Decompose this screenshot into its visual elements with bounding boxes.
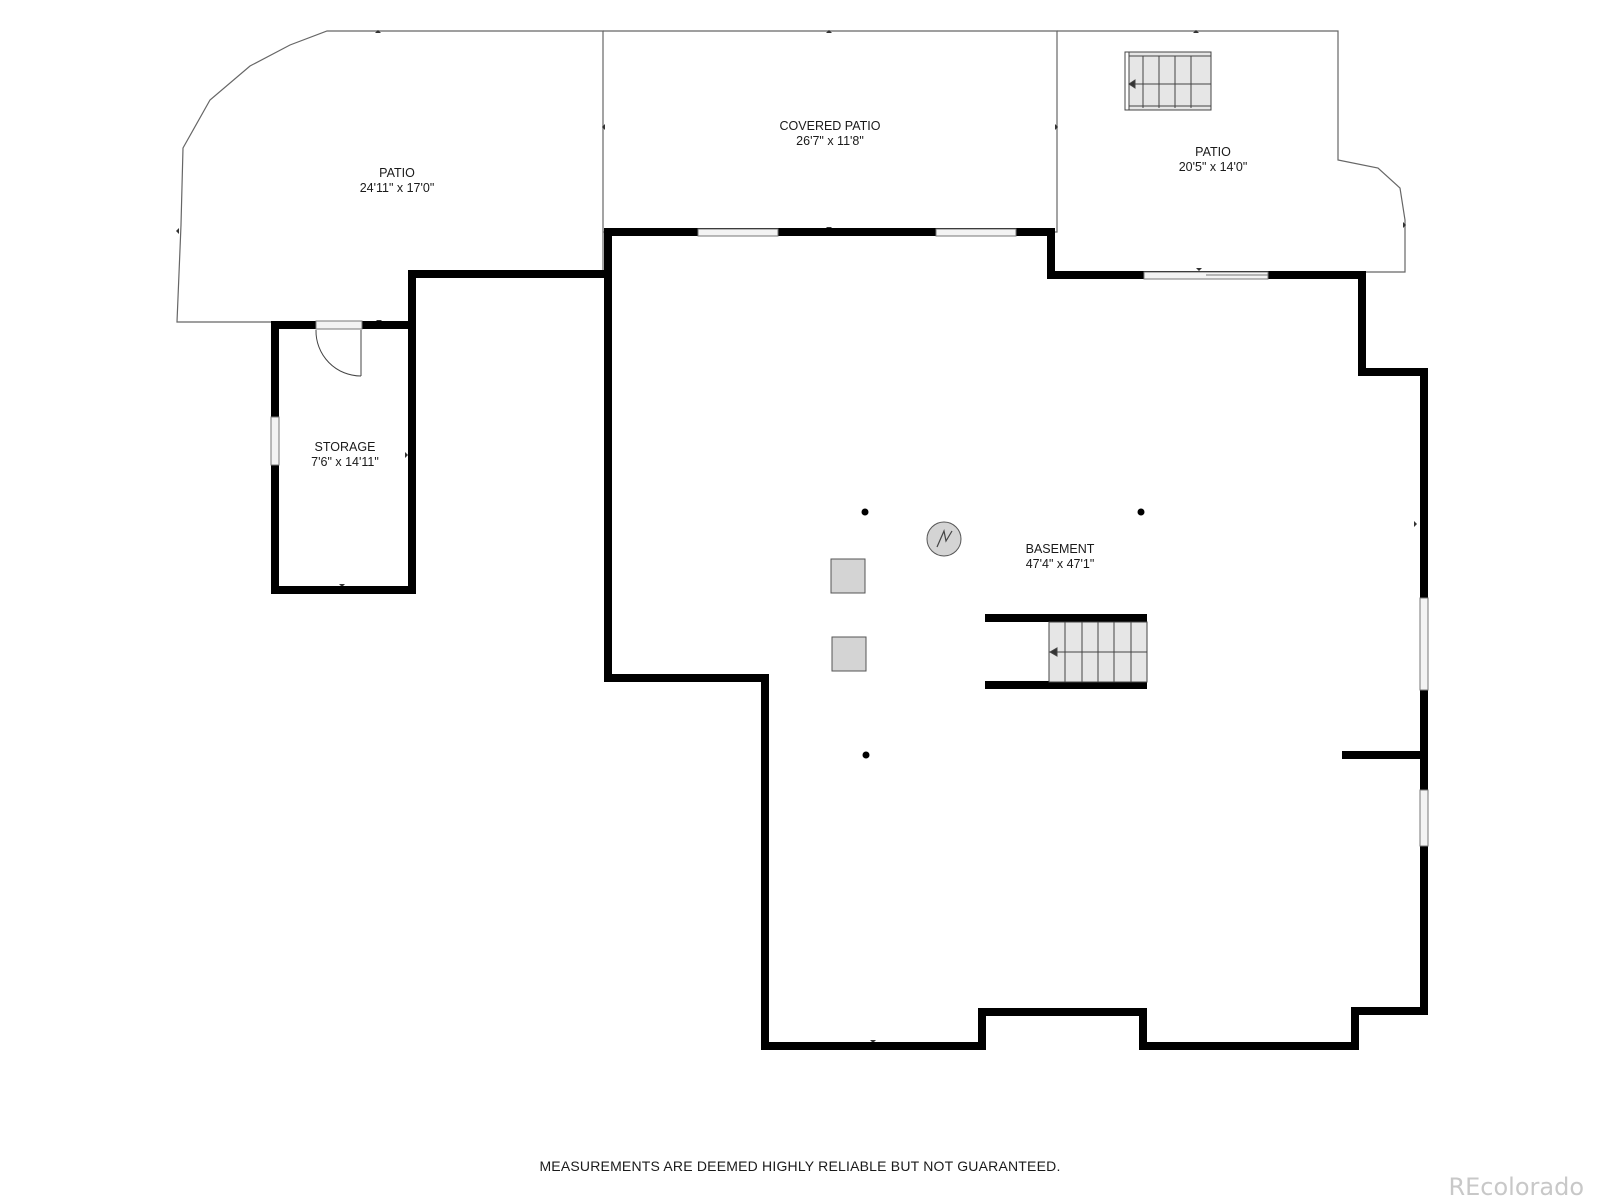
post-2 — [1137, 508, 1145, 516]
patio-left-name: PATIO — [379, 166, 415, 180]
fixture-square-2 — [831, 636, 867, 672]
storage-door — [315, 329, 362, 377]
post-3 — [862, 751, 870, 759]
storage-dims: 7'6" x 14'11" — [311, 455, 379, 469]
basement-dims: 47'4" x 47'1" — [1026, 557, 1095, 571]
connector-wall — [408, 270, 608, 325]
water-heater-icon — [926, 521, 962, 557]
patio-right-outline — [1057, 30, 1406, 273]
basement-name: BASEMENT — [1026, 542, 1095, 556]
basement-walls — [604, 228, 1428, 1050]
window-top-left — [697, 228, 779, 237]
covered-patio-dims: 26'7" x 11'8" — [796, 134, 864, 148]
window-storage-top — [315, 320, 363, 330]
fixtures — [830, 508, 1145, 759]
window-storage-left — [270, 416, 280, 466]
post-1 — [861, 508, 869, 516]
disclaimer-text: MEASUREMENTS ARE DEEMED HIGHLY RELIABLE … — [539, 1158, 1061, 1174]
patio-right-name: PATIO — [1195, 145, 1231, 159]
covered-patio-name: COVERED PATIO — [780, 119, 881, 133]
fixture-square-1 — [830, 558, 866, 594]
window-top-right — [935, 228, 1017, 237]
window-east-2 — [1419, 789, 1429, 847]
windows — [270, 228, 1429, 847]
watermark-logo: REcolorado — [1448, 1173, 1584, 1201]
patio-stairs — [1124, 51, 1212, 111]
window-east-1 — [1419, 597, 1429, 691]
storage-name: STORAGE — [315, 440, 376, 454]
patio-right-dims: 20'5" x 14'0" — [1179, 160, 1248, 174]
patio-left-dims: 24'11" x 17'0" — [360, 181, 435, 195]
basement-stairs — [1048, 621, 1148, 683]
